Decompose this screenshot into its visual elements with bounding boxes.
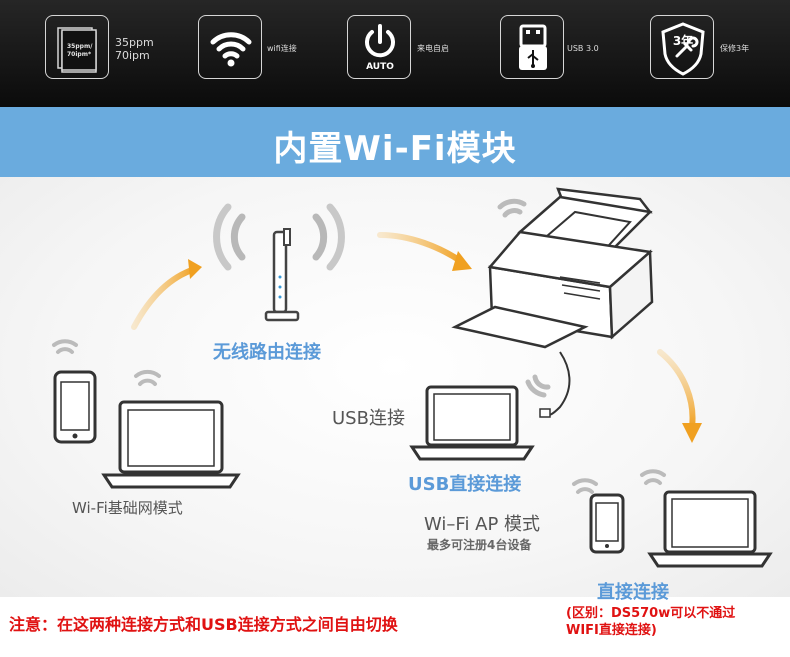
- infra-laptop-icon: [101, 369, 241, 489]
- difference-note-line2: WIFI直接连接): [566, 623, 657, 638]
- auto-power-label: 来电自启: [417, 44, 449, 53]
- infra-mode-label: Wi-Fi基础网模式: [72, 499, 183, 517]
- scanner-icon: [451, 187, 654, 418]
- pages-speed-icon: 35ppm/ 70ipm*: [45, 15, 109, 79]
- title-band: 内置Wi-Fi模块: [0, 107, 790, 177]
- speed-badge-line2: 70ipm*: [67, 51, 92, 58]
- connection-diagram: 无线路由连接 USB连接 USB直接连接 Wi-Fi基础网模式 Wi–Fi AP…: [0, 177, 790, 603]
- ap-mode-label: Wi–Fi AP 模式: [424, 514, 541, 535]
- router-icon: [213, 203, 345, 322]
- arrow-router-to-scanner: [377, 232, 465, 265]
- warranty-badge: 3年: [672, 34, 694, 48]
- usb-direct-label: USB直接连接: [408, 474, 522, 495]
- infra-phone-icon: [52, 339, 97, 444]
- feature-speed: 35ppm/ 70ipm* 35ppm 70ipm: [45, 15, 155, 81]
- page-title: 内置Wi-Fi模块: [273, 129, 517, 169]
- feature-usb: USB 3.0: [500, 15, 620, 81]
- direct-connection-label: 直接连接: [597, 582, 669, 603]
- auto-badge: AUTO: [366, 62, 394, 72]
- feature-strip: 35ppm/ 70ipm* 35ppm 70ipm wifi连接: [0, 0, 790, 107]
- wifi-icon: [198, 15, 262, 79]
- warranty-label: 保修3年: [720, 44, 750, 53]
- arrow-infra-to-router: [131, 266, 198, 330]
- warranty-shield-icon: 3年: [650, 15, 714, 79]
- difference-note-line1: (区别：DS570w可以不通过: [566, 606, 736, 621]
- feature-auto-power: AUTO 来电自启: [347, 15, 467, 81]
- usb-icon: [500, 15, 564, 79]
- feature-wifi: wifi连接: [198, 15, 308, 81]
- speed-badge-line1: 35ppm/: [67, 43, 93, 50]
- router-connection-label: 无线路由连接: [213, 342, 321, 363]
- speed-ppm: 35ppm: [115, 36, 154, 49]
- arrow-scanner-to-direct: [657, 349, 696, 430]
- usb-label: USB 3.0: [567, 44, 599, 53]
- speed-ipm: 70ipm: [115, 49, 150, 62]
- ap-phone-icon: [572, 478, 625, 554]
- power-auto-icon: AUTO: [347, 15, 411, 79]
- wifi-label: wifi连接: [267, 44, 297, 53]
- usb-connection-label: USB连接: [332, 408, 405, 429]
- ap-laptop-icon: [640, 469, 773, 568]
- feature-warranty: 3年 保修3年: [650, 15, 770, 81]
- usb-laptop-icon: [409, 385, 535, 461]
- diagram-graphics: [52, 187, 773, 568]
- ap-mode-sublabel: 最多可注册4台设备: [427, 538, 532, 552]
- difference-note: (区别：DS570w可以不通过 WIFI直接连接): [566, 605, 735, 639]
- switch-note: 注意：在这两种连接方式和USB连接方式之间自由切换: [9, 615, 398, 634]
